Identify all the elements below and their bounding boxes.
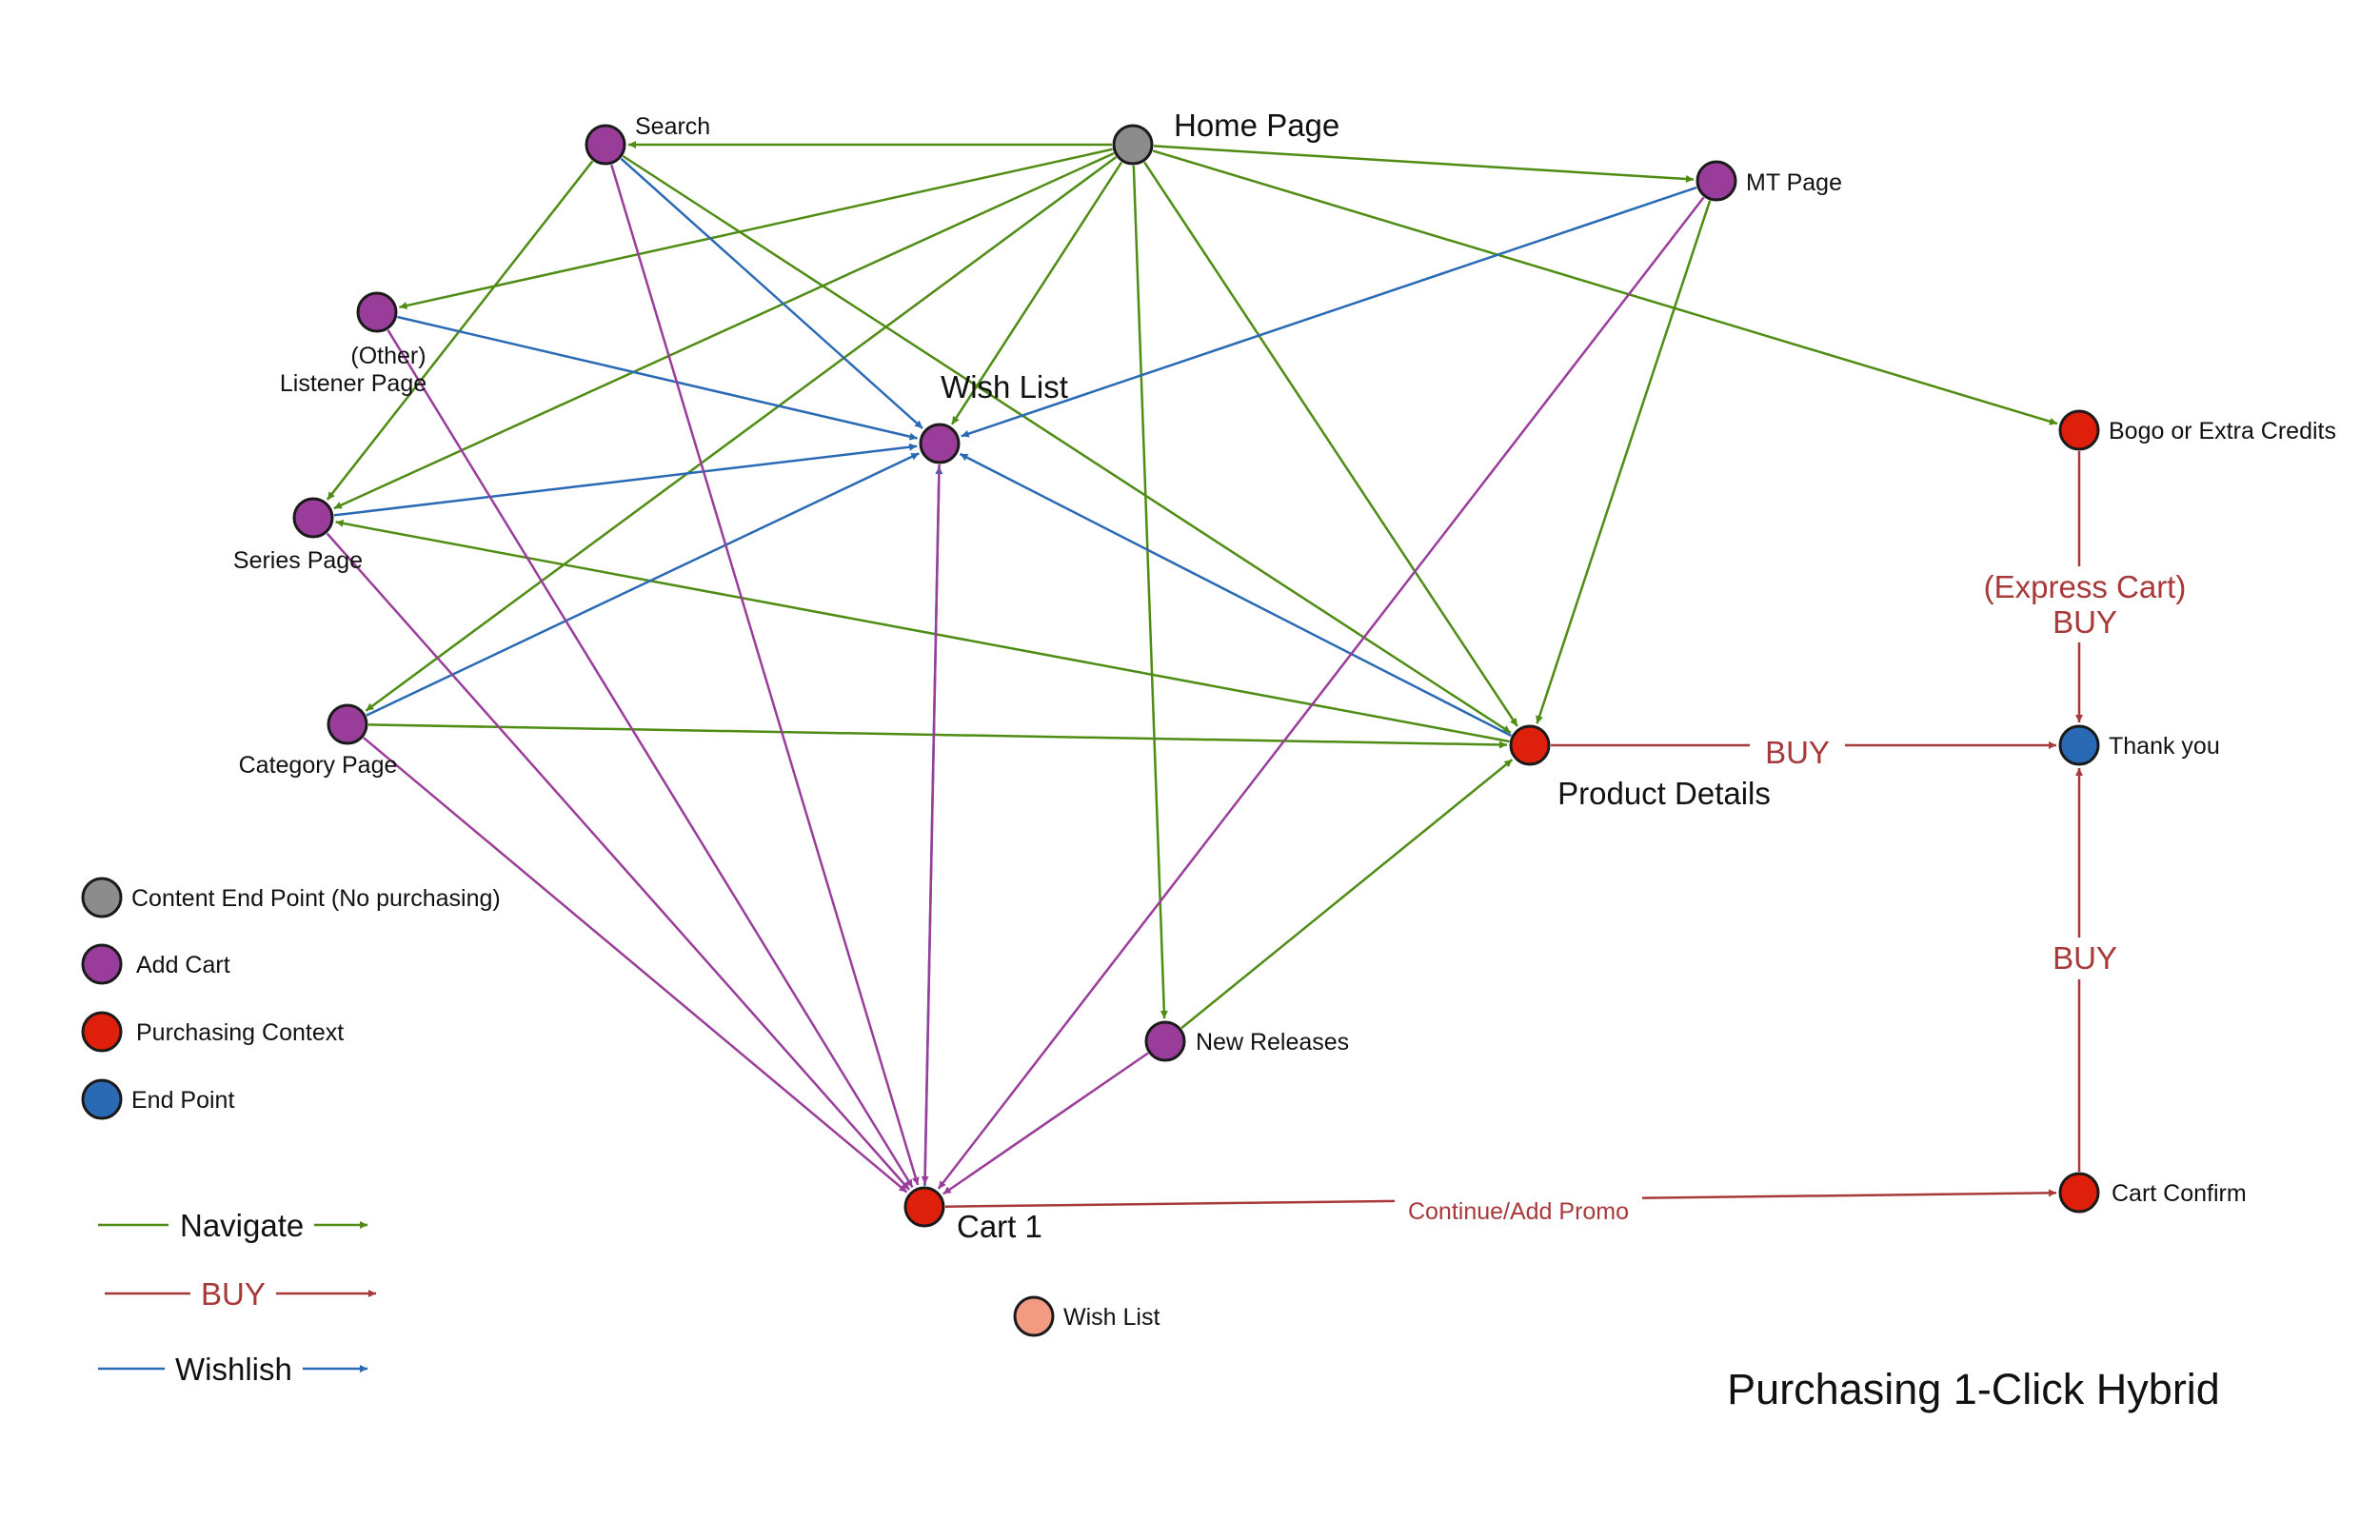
edge-product-to-series [335, 519, 1510, 743]
label-thank-you: Thank you [2109, 733, 2220, 760]
legend-red-dot [81, 1011, 123, 1053]
node-listener-page[interactable] [356, 291, 398, 333]
edge-listener-to-wishlist [397, 315, 918, 441]
edge-home-to-product [1143, 161, 1518, 727]
edge-mt-to-wishlist [961, 186, 1697, 438]
edge-home-to-mt [1153, 145, 1695, 183]
node-home-page[interactable] [1112, 124, 1154, 166]
label-cart-1: Cart 1 [957, 1209, 1042, 1244]
nodes-layer [292, 124, 2100, 1337]
edge-newrel-to-cart1 [942, 1052, 1149, 1195]
legend-end-point: End Point [131, 1087, 234, 1114]
node-thank-you[interactable] [2058, 724, 2100, 766]
legend-purple-dot [81, 943, 123, 985]
edge-label-continue-promo: Continue/Add Promo [1408, 1198, 1629, 1225]
edge-search-to-product [622, 154, 1512, 734]
legend-gray-dot [81, 877, 123, 918]
legend-blue-dot [81, 1078, 123, 1120]
node-search[interactable] [585, 124, 626, 166]
node-series-page[interactable] [292, 497, 334, 539]
edge-wishlist-to-cart1 [921, 464, 941, 1185]
legend-add-cart: Add Cart [136, 952, 230, 978]
legend-wishlist-label: Wishlish [175, 1352, 292, 1387]
edge-home-to-category [365, 156, 1118, 712]
edge-label-buy-product: BUY [1765, 735, 1830, 770]
legend-navigate-label: Navigate [180, 1208, 304, 1243]
label-wish-list-2: Wish List [1063, 1304, 1160, 1331]
label-series-page: Series Page [233, 547, 363, 574]
label-search: Search [635, 113, 710, 140]
diagram-title: Purchasing 1-Click Hybrid [1727, 1365, 2220, 1413]
edge-mt-to-product [1536, 200, 1712, 724]
label-bogo: Bogo or Extra Credits [2109, 418, 2336, 444]
label-listener-line1: (Other) [350, 343, 426, 369]
label-home-page: Home Page [1174, 108, 1339, 143]
label-cart-confirm: Cart Confirm [2112, 1180, 2247, 1207]
legend-buy-label: BUY [201, 1276, 266, 1312]
label-product-details: Product Details [1557, 776, 1771, 811]
edge-series-to-cart1 [326, 532, 911, 1191]
edge-home-to-bogo [1152, 149, 2058, 425]
edge-listener-to-cart1 [387, 329, 914, 1189]
legend: Content End Point (No purchasing) Add Ca… [81, 877, 501, 1387]
label-mt-page: MT Page [1746, 169, 1842, 196]
edge-home-to-listener [399, 148, 1113, 309]
node-labels-layer: Home Page Search MT Page (Other) Listene… [233, 108, 2336, 1331]
node-cart-confirm[interactable] [2058, 1172, 2100, 1214]
edge-home-to-wishlist [950, 161, 1123, 425]
edge-mt-to-cart1 [937, 196, 1705, 1190]
edge-search-to-cart1 [610, 164, 920, 1186]
edge-search-to-wishlist [620, 157, 923, 429]
legend-purchasing-context: Purchasing Context [136, 1019, 344, 1046]
label-listener-line2: Listener Page [280, 370, 426, 397]
node-new-releases[interactable] [1144, 1020, 1186, 1062]
edges-layer [326, 141, 2083, 1208]
edge-label-buy-confirm: BUY [2053, 940, 2117, 976]
edge-label-express-cart: (Express Cart) [1984, 569, 2187, 604]
node-bogo[interactable] [2058, 409, 2100, 451]
node-mt-page[interactable] [1696, 160, 1737, 202]
node-cart-1[interactable] [903, 1186, 945, 1228]
edge-series-to-wishlist [333, 443, 918, 517]
edge-labels-layer: (Express Cart) BUY BUY BUY Continue/Add … [1395, 566, 2194, 1228]
edge-label-buy-express: BUY [2053, 604, 2117, 640]
label-category-page: Category Page [239, 752, 398, 779]
node-wish-list-2[interactable] [1013, 1295, 1055, 1337]
edge-category-to-cart1 [363, 737, 908, 1194]
edge-category-to-wishlist [366, 452, 920, 717]
edge-newrel-to-product [1180, 759, 1514, 1030]
legend-content-end-point: Content End Point (No purchasing) [131, 885, 501, 912]
node-product-details[interactable] [1509, 724, 1551, 766]
edge-product-to-wishlist [959, 452, 1512, 738]
label-new-releases: New Releases [1196, 1029, 1349, 1056]
edge-home-to-newrel [1132, 165, 1168, 1019]
edge-category-to-product [367, 723, 1508, 749]
node-wish-list[interactable] [919, 423, 961, 464]
label-wish-list: Wish List [941, 369, 1068, 405]
node-category-page[interactable] [327, 703, 368, 745]
edge-home-to-series [333, 151, 1115, 510]
